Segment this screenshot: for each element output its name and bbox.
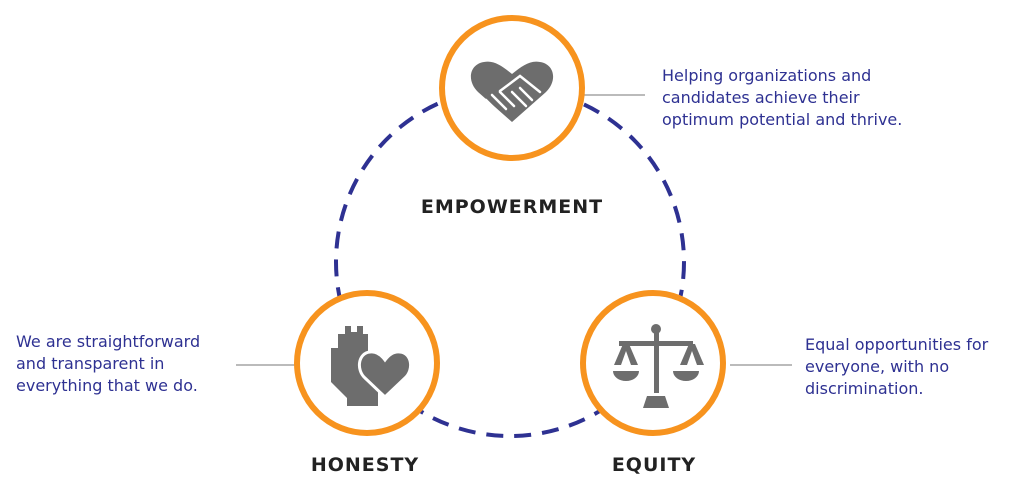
honesty-circle xyxy=(294,290,440,436)
description-line: discrimination. xyxy=(805,379,924,398)
hand-heart-icon xyxy=(331,326,413,406)
scales-icon xyxy=(613,324,704,408)
equity-circle xyxy=(580,290,726,436)
empowerment-description: Helping organizations and candidates ach… xyxy=(662,65,902,131)
description-line: and transparent in xyxy=(16,354,165,373)
description-line: candidates achieve their xyxy=(662,88,860,107)
description-line: optimum potential and thrive. xyxy=(662,110,903,129)
handshake-heart-icon xyxy=(470,61,554,122)
description-line: We are straightforward xyxy=(16,332,201,351)
description-line: Equal opportunities for xyxy=(805,335,989,354)
equity-title: EQUITY xyxy=(611,454,697,476)
equity-description: Equal opportunities for everyone, with n… xyxy=(805,334,988,400)
empowerment-circle xyxy=(439,15,585,161)
description-line: everyone, with no xyxy=(805,357,950,376)
empowerment-title: EMPOWERMENT xyxy=(420,196,604,218)
description-line: Helping organizations and xyxy=(662,66,872,85)
honesty-title: HONESTY xyxy=(310,454,420,476)
honesty-description: We are straightforward and transparent i… xyxy=(16,331,200,397)
description-line: everything that we do. xyxy=(16,376,198,395)
